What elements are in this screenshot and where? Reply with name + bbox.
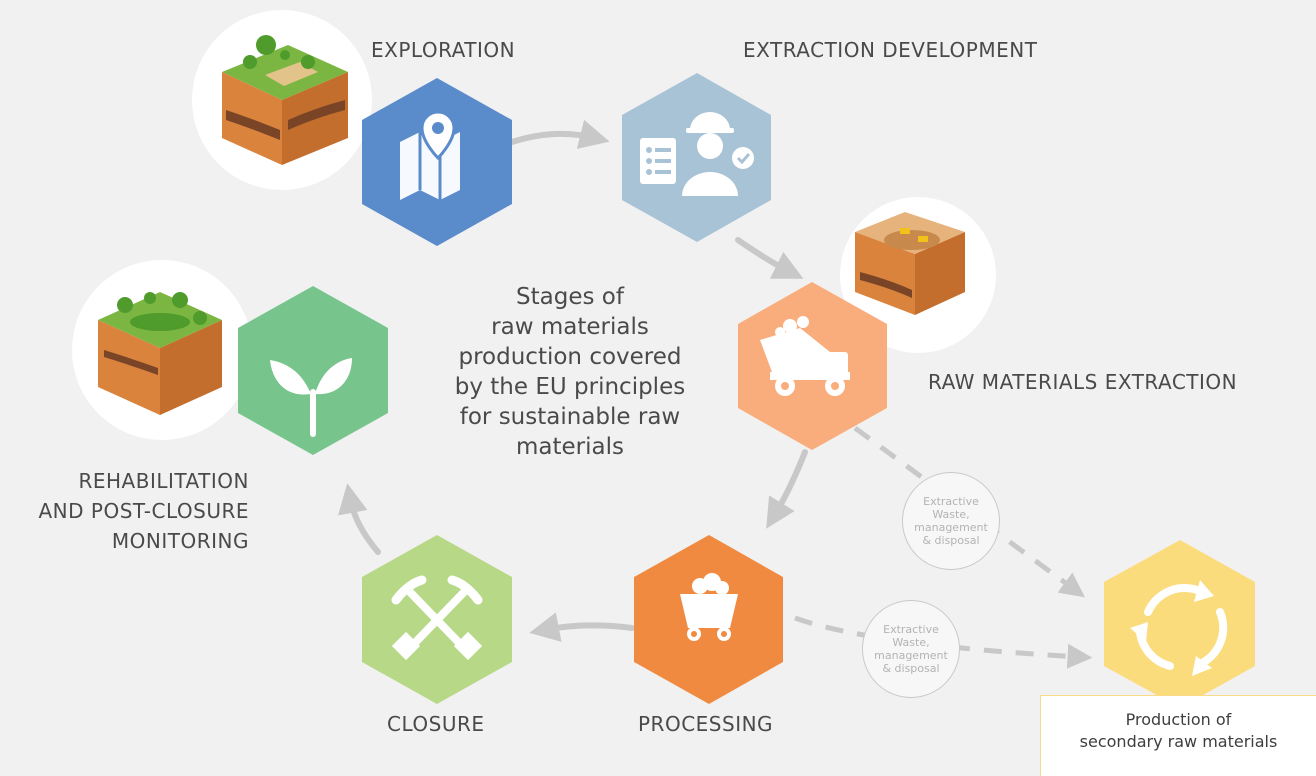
rehabilitation-label-line: AND POST-CLOSURE [38, 499, 249, 523]
flow-arrows [337, 119, 808, 642]
diagram-title: Stages of raw materials production cover… [420, 282, 720, 462]
extraction-pit-illustration [855, 212, 965, 315]
map-pin-icon [400, 110, 460, 200]
diagram-title-line: production covered [458, 344, 682, 370]
diagram-title-line: materials [516, 434, 624, 460]
extraction-development-hexagon[interactable] [622, 73, 771, 242]
crossed-pickaxes-icon [391, 575, 483, 661]
waste-label-line: Waste, [932, 508, 970, 521]
recycle-icon [1130, 580, 1228, 676]
raw-materials-extraction-label: RAW MATERIALS EXTRACTION [928, 370, 1238, 394]
exploration-terrain-illustration [222, 35, 348, 165]
arrow-processing-to-closure [529, 612, 635, 642]
processing-waste-circle: Extractive Waste, management & disposal [862, 600, 960, 698]
closure-label: CLOSURE [387, 712, 485, 736]
rehabilitation-label-line: REHABILITATION [78, 469, 249, 493]
secondary-hexagon[interactable] [1104, 540, 1255, 708]
extraction-development-label: EXTRACTION DEVELOPMENT [743, 38, 1038, 62]
secondary-raw-materials-box: Production of secondary raw materials [1040, 695, 1316, 776]
waste-label-line: & disposal [882, 662, 940, 675]
waste-label-line: & disposal [922, 534, 980, 547]
processing-label: PROCESSING [638, 712, 774, 736]
diagram-title-line: raw materials [491, 314, 649, 340]
waste-label-line: Waste, [892, 636, 930, 649]
rehabilitation-forest-illustration [98, 292, 222, 415]
exploration-label: EXPLORATION [371, 38, 516, 62]
waste-label-line: Extractive [923, 495, 979, 508]
sprout-icon [270, 358, 352, 437]
waste-label-line: management [874, 649, 948, 662]
arrow-extraction-to-processing [766, 449, 808, 529]
arrow-exploration-to-development [509, 119, 610, 149]
waste-label-line: management [914, 521, 988, 534]
arrow-closure-to-rehabilitation [337, 483, 381, 555]
secondary-label-line: Production of [1125, 710, 1232, 729]
rehabilitation-label: REHABILITATION AND POST-CLOSURE MONITORI… [39, 466, 250, 556]
mining-truck-icon [760, 316, 850, 396]
rehabilitation-hexagon[interactable] [238, 286, 388, 455]
diagram-title-line: by the EU principles [454, 374, 686, 400]
diagram-title-line: for sustainable raw [459, 404, 681, 430]
worker-checklist-icon [640, 112, 754, 196]
rehabilitation-label-line: MONITORING [111, 529, 249, 553]
mine-cart-icon [680, 573, 738, 641]
waste-label-line: Extractive [883, 623, 939, 636]
extraction-waste-circle: Extractive Waste, management & disposal [902, 472, 1000, 570]
secondary-label-line: secondary raw materials [1079, 732, 1278, 751]
arrow-development-to-extraction [735, 237, 804, 279]
diagram-title-line: Stages of [516, 284, 624, 310]
